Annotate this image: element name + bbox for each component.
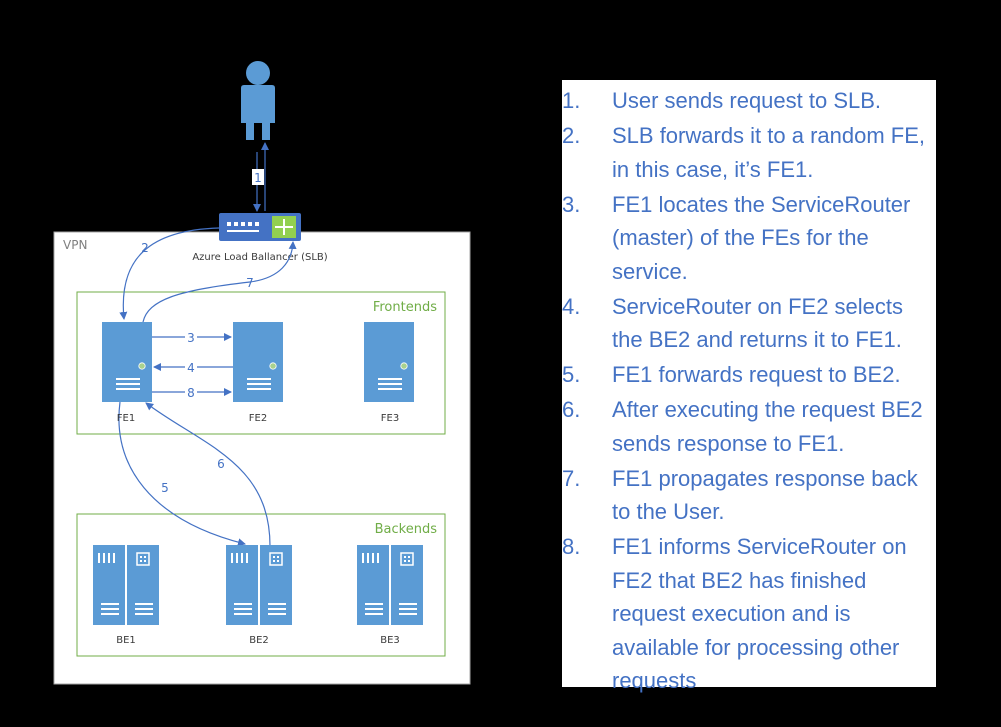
arrow-6	[145, 402, 271, 547]
step-number: 2.	[562, 123, 581, 148]
step-number: 1.	[562, 88, 581, 113]
load-balancer-icon	[219, 213, 301, 241]
be2-label: BE2	[249, 635, 269, 646]
slb-label: Azure Load Ballancer (SLB)	[192, 252, 327, 263]
step-number: 5.	[562, 362, 581, 387]
step-item: 3. FE1 locates the ServiceRouter (master)…	[562, 188, 936, 289]
backends-title: Backends	[375, 522, 438, 537]
step-text: FE1 propagates response back to the User…	[612, 465, 918, 525]
step-item: 4. ServiceRouter on FE2 selects the BE2 a…	[562, 290, 936, 357]
arrow-2	[119, 227, 220, 320]
step-text: ServiceRouter on FE2 selects the BE2 and…	[612, 293, 904, 353]
fe3-server-icon	[363, 321, 415, 403]
step-item: 6. After executing the request BE2 sends …	[562, 393, 936, 460]
fe1-server-icon	[101, 321, 153, 403]
step-text: FE1 forwards request to BE2.	[612, 362, 901, 387]
arrow-label-7: 7	[246, 276, 254, 290]
steps-list: 1. User sends request to SLB. 2. SLB forwa…	[562, 84, 936, 698]
step-text: SLB forwards it to a random FE, in this …	[612, 123, 926, 182]
step-number: 4.	[562, 293, 581, 319]
be1-label: BE1	[116, 635, 136, 646]
architecture-diagram: VPN Frontends Backends Azure Load Ballan…	[53, 61, 471, 685]
arrow-label-6: 6	[217, 457, 225, 471]
fe3-label: FE3	[381, 413, 399, 424]
step-number: 7.	[562, 465, 581, 491]
vpn-label: VPN	[63, 238, 87, 252]
step-number: 3.	[562, 191, 581, 217]
user-icon	[241, 61, 275, 140]
step-number: 8.	[562, 534, 581, 559]
arrow-label-3: 3	[187, 331, 195, 345]
step-text: FE1 locates the ServiceRouter (master) o…	[612, 191, 911, 284]
arrow-label-8: 8	[187, 386, 195, 400]
step-item: 8. FE1 informs ServiceRouter on FE2 that …	[562, 530, 936, 698]
arrow-label-5: 5	[161, 481, 169, 495]
arrow-label-4: 4	[187, 361, 195, 375]
step-text: After executing the request BE2 sends re…	[612, 397, 923, 456]
step-item: 7. FE1 propagates response back to the Us…	[562, 462, 936, 529]
step-number: 6.	[562, 397, 581, 422]
step-text: FE1 informs ServiceRouter on FE2 that BE…	[612, 534, 907, 693]
step-item: 1. User sends request to SLB.	[562, 84, 936, 118]
arrow-label-1: 1	[254, 171, 262, 185]
arrow-label-2: 2	[141, 241, 149, 255]
arrow-5	[118, 401, 246, 547]
fe2-server-icon	[232, 321, 284, 403]
step-item: 5. FE1 forwards request to BE2.	[562, 358, 936, 392]
fe1-label: FE1	[117, 413, 135, 424]
arrow-7	[142, 241, 297, 323]
step-text: User sends request to SLB.	[612, 88, 882, 113]
frontends-title: Frontends	[373, 300, 437, 315]
step-item: 2. SLB forwards it to a random FE, in thi…	[562, 119, 936, 186]
steps-panel: 1. User sends request to SLB. 2. SLB forwa…	[562, 80, 936, 693]
fe2-label: FE2	[249, 413, 267, 424]
be3-label: BE3	[380, 635, 400, 646]
